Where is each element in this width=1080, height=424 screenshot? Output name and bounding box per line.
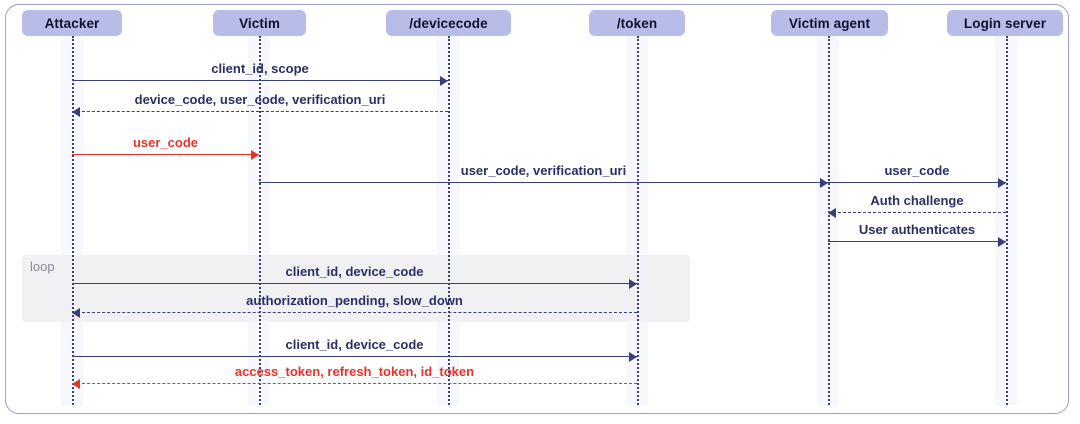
msg-access-token-refresh-token-id-token-label: access_token, refresh_token, id_token (234, 364, 475, 379)
msg-authorization-pending-slow-down-arrowhead (72, 308, 80, 318)
msg-authorization-pending-slow-down-label: authorization_pending, slow_down (246, 293, 463, 308)
msg-auth-challenge-arrowhead (828, 208, 836, 218)
msg-user-code-agent-login-label: user_code (884, 163, 950, 178)
lifeline-victim_agent (828, 36, 830, 405)
msg-user-code-agent-login-line (828, 182, 1006, 183)
participant-login_server[interactable]: Login server (947, 10, 1063, 36)
msg-client-id-device-code-final-arrowhead (629, 352, 637, 362)
participant-victim_agent[interactable]: Victim agent (771, 10, 888, 36)
msg-auth-challenge-label: Auth challenge (870, 193, 964, 208)
fragment-label-loop: loop (30, 259, 55, 274)
msg-client-id-scope-arrowhead (440, 76, 448, 86)
msg-user-code-verification-uri-arrowhead (820, 178, 828, 188)
msg-user-code-verification-uri-line (259, 182, 828, 183)
lifeline-devicecode (448, 36, 450, 405)
msg-user-code-verification-uri-label: user_code, verification_uri (460, 163, 627, 178)
msg-device-code-user-code-verification-uri-line (72, 111, 448, 112)
msg-user-code-agent-login-arrowhead (998, 178, 1006, 188)
msg-client-id-device-code-loop-line (72, 283, 637, 284)
msg-user-authenticates-label: User authenticates (858, 222, 976, 237)
loop-fragment (22, 255, 690, 322)
lifeline-victim (259, 36, 261, 405)
msg-device-code-user-code-verification-uri-arrowhead (72, 107, 80, 117)
msg-user-code-attacker-victim-line (72, 154, 259, 155)
msg-client-id-scope-line (72, 80, 448, 81)
msg-client-id-device-code-loop-arrowhead (629, 279, 637, 289)
participant-devicecode[interactable]: /devicecode (386, 10, 511, 36)
msg-client-id-device-code-loop-label: client_id, device_code (285, 264, 424, 279)
participant-token[interactable]: /token (589, 10, 685, 36)
msg-client-id-device-code-final-label: client_id, device_code (285, 337, 424, 352)
msg-user-authenticates-arrowhead (998, 237, 1006, 247)
msg-access-token-refresh-token-id-token-arrowhead (72, 379, 80, 389)
msg-client-id-device-code-final-line (72, 356, 637, 357)
msg-access-token-refresh-token-id-token-line (72, 383, 637, 384)
lifeline-login_server (1006, 36, 1008, 405)
msg-authorization-pending-slow-down-line (72, 312, 637, 313)
msg-auth-challenge-line (828, 212, 1006, 213)
msg-user-code-attacker-victim-label: user_code (132, 135, 199, 150)
lifeline-attacker (72, 36, 74, 405)
msg-user-authenticates-line (828, 241, 1006, 242)
participant-victim[interactable]: Victim (213, 10, 306, 36)
diagram-frame (5, 4, 1069, 414)
msg-user-code-attacker-victim-arrowhead (251, 150, 259, 160)
participant-attacker[interactable]: Attacker (22, 10, 122, 36)
msg-device-code-user-code-verification-uri-label: device_code, user_code, verification_uri (134, 92, 386, 107)
lifeline-token (637, 36, 639, 405)
msg-client-id-scope-label: client_id, scope (211, 61, 309, 76)
